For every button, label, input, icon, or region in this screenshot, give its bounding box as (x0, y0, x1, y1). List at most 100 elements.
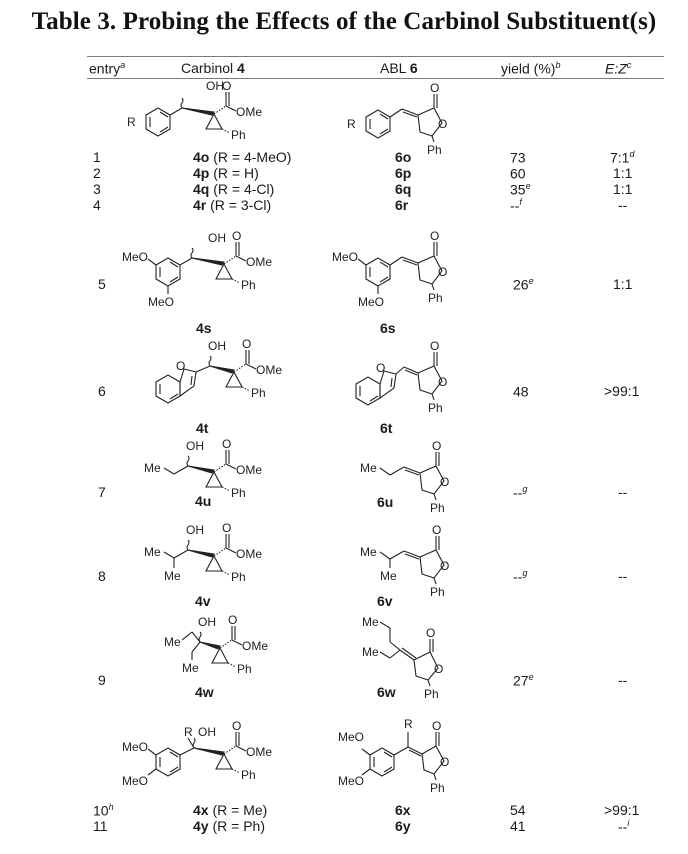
yield-5: 26e (513, 276, 534, 293)
svg-text:Me: Me (380, 569, 397, 583)
svg-text:R: R (127, 115, 136, 129)
svg-text:Ph: Ph (231, 486, 246, 500)
svg-text:O: O (232, 719, 241, 733)
carbinol-4u: 4u (195, 493, 212, 509)
svg-text:Ph: Ph (231, 128, 246, 142)
abl-6w: 6w (377, 684, 396, 700)
entry-9: 9 (98, 672, 106, 688)
entry-4: 4 (93, 197, 101, 213)
yield-4: --f (510, 197, 522, 214)
abl-6v-structure: Me Me O O Ph (360, 523, 449, 599)
svg-text:O: O (376, 361, 385, 375)
carbinol-4u-structure: Me OH O OMe Ph (144, 437, 262, 500)
entry-10: 10h (93, 802, 114, 819)
carbinol-4x-4y-structure: MeO MeO R OH O OMe Ph (122, 719, 272, 788)
svg-text:Me: Me (360, 461, 377, 475)
svg-text:O: O (222, 437, 231, 451)
abl-6u: 6u (377, 494, 394, 510)
entry-11: 11 (93, 818, 108, 834)
entry-5: 5 (98, 276, 106, 292)
svg-text:Ph: Ph (231, 570, 246, 584)
svg-text:R: R (184, 725, 193, 739)
ez-7: -- (618, 484, 628, 500)
yield-6: 48 (513, 383, 529, 400)
svg-text:O: O (440, 755, 449, 769)
svg-text:Ph: Ph (428, 291, 443, 305)
svg-text:OH: OH (206, 79, 224, 93)
ez-1: 7:1d (610, 149, 635, 166)
carbinol-4t-structure: O OH O OMe Ph (155, 337, 282, 404)
svg-text:MeO: MeO (338, 730, 364, 744)
svg-text:O: O (440, 559, 449, 573)
ez-10: >99:1 (604, 802, 640, 818)
svg-text:O: O (232, 229, 241, 243)
entry-1: 1 (93, 149, 101, 165)
svg-text:OH: OH (186, 439, 204, 453)
svg-text:O: O (432, 719, 441, 733)
entry-7: 7 (98, 484, 106, 500)
svg-text:O: O (438, 265, 447, 279)
svg-text:Me: Me (144, 545, 161, 559)
svg-text:OH: OH (198, 615, 216, 629)
yield-3: 35e (510, 181, 531, 198)
yield-7: --g (513, 484, 528, 501)
svg-text:O: O (176, 359, 185, 373)
svg-text:Me: Me (362, 645, 379, 659)
svg-text:O: O (222, 521, 231, 535)
col-header-carbinol: Carbinol 4 (181, 60, 245, 76)
ez-2: 1:1 (613, 165, 633, 181)
abl-6t: 6t (380, 420, 393, 436)
entry-2: 2 (93, 165, 101, 181)
svg-text:O: O (440, 475, 449, 489)
table-title: Table 3. Probing the Effects of the Carb… (31, 8, 657, 35)
abl-6q: 6q (395, 181, 412, 197)
ez-6: >99:1 (604, 383, 640, 399)
svg-text:O: O (426, 626, 435, 640)
yield-1: 73 (510, 149, 526, 166)
abl-6t-structure: O O O Ph (355, 339, 447, 415)
svg-text:OMe: OMe (246, 745, 272, 759)
svg-text:R: R (347, 117, 356, 131)
svg-text:Ph: Ph (424, 687, 439, 701)
abl-6s: 6s (380, 320, 396, 336)
svg-text:Me: Me (144, 461, 161, 475)
svg-text:O: O (432, 439, 441, 453)
col-header-abl: ABL 6 (380, 60, 418, 76)
svg-text:OMe: OMe (246, 255, 272, 269)
svg-text:OH: OH (208, 339, 226, 353)
carbinol-4s-structure: MeO MeO OH O OMe Ph (122, 229, 272, 309)
svg-text:MeO: MeO (148, 295, 174, 309)
abl-6u-structure: Me O O Ph (360, 439, 449, 515)
carbinol-4p: 4p (R = H) (193, 165, 259, 181)
ez-4: -- (618, 197, 628, 213)
svg-text:Ph: Ph (430, 585, 445, 599)
svg-text:Ph: Ph (430, 781, 445, 795)
carbinol-4v: 4v (195, 593, 211, 609)
ez-5: 1:1 (613, 276, 633, 292)
header-rule (87, 78, 664, 79)
entry-3: 3 (93, 181, 101, 197)
svg-text:OMe: OMe (242, 639, 268, 653)
svg-text:OH: OH (208, 231, 226, 245)
svg-text:O: O (438, 375, 447, 389)
carbinol-4v-structure: Me Me OH O OMe Ph (144, 521, 262, 584)
svg-text:O: O (430, 81, 439, 95)
svg-text:O: O (228, 613, 237, 627)
svg-text:O: O (430, 339, 439, 353)
col-header-entry: entrya (89, 60, 126, 77)
svg-text:Me: Me (164, 569, 181, 583)
abl-6r: 6r (395, 197, 409, 213)
svg-text:MeO: MeO (122, 774, 148, 788)
yield-2: 60 (510, 165, 526, 182)
svg-text:O: O (438, 117, 447, 131)
col-header-ez: E:Zc (605, 60, 632, 77)
ez-3: 1:1 (613, 181, 633, 197)
svg-text:O: O (222, 79, 231, 93)
svg-text:MeO: MeO (358, 295, 384, 309)
abl-6x: 6x (395, 802, 411, 818)
yield-11: 41 (510, 818, 526, 834)
carbinol-4x: 4x (R = Me) (193, 802, 268, 818)
carbinol-4s: 4s (196, 320, 212, 336)
svg-text:Ph: Ph (427, 143, 442, 157)
svg-text:Ph: Ph (241, 278, 256, 292)
